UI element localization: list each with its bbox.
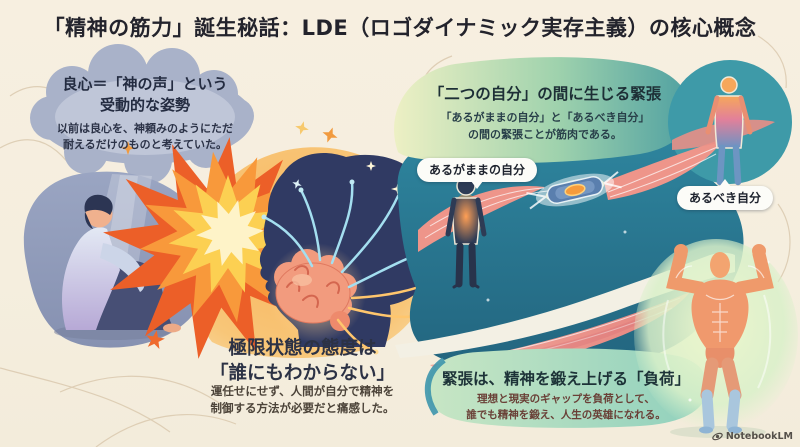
neural-branches [262, 180, 440, 354]
tension-capsule [526, 171, 622, 210]
thought-bubble-body: 以前は良心を、神頼みのようにただ 耐えるだけのものと考えていた。 [57, 122, 233, 151]
ought-self-label: あるべき自分 [677, 179, 774, 210]
ought-self-figure [705, 76, 753, 186]
head-brain-illustration [259, 153, 458, 355]
load-panel-blob [427, 348, 708, 428]
page-title: 「精神の筋力」誕生秘話：LDE（ロゴダイナミック実存主義）の核心概念 [43, 16, 757, 40]
muscle-figure-illustration [666, 244, 774, 438]
load-panel-heading: 緊張は、精神を鍛え上げる「負荷」 [441, 370, 690, 388]
tension-panel-heading: 「二つの自分」の間に生じる緊張 [428, 85, 662, 103]
extreme-panel-body: 運任せにせず、人間が自分で精神を 制御する方法が必要だと痛感した。 [210, 384, 395, 415]
load-scene [424, 239, 798, 438]
as-is-self-figure [445, 176, 487, 289]
as-is-self-label: あるがままの自分 [417, 158, 538, 189]
extreme-panel-heading: 極限状態の態度は 「誰にもわからない」 [209, 338, 395, 384]
thought-bubble-shape [30, 44, 254, 198]
tension-heading-panel [394, 57, 691, 164]
watermark: NotebookLM [712, 431, 793, 442]
watermark-label: NotebookLM [725, 431, 793, 442]
center-scene [103, 121, 458, 359]
load-panel-body: 理想と現実のギャップを負荷として、 誰でも精神を鍛え、人生の英雄になれる。 [466, 393, 666, 421]
thought-bubble-heading: 良心＝「神の声」という 受動的な姿勢 [62, 75, 228, 114]
tension-panel-body: 「あるがままの自分」と「あるべき自分」 の間の緊張ことが筋肉である。 [440, 111, 650, 141]
notebooklm-logo-icon [712, 432, 723, 441]
